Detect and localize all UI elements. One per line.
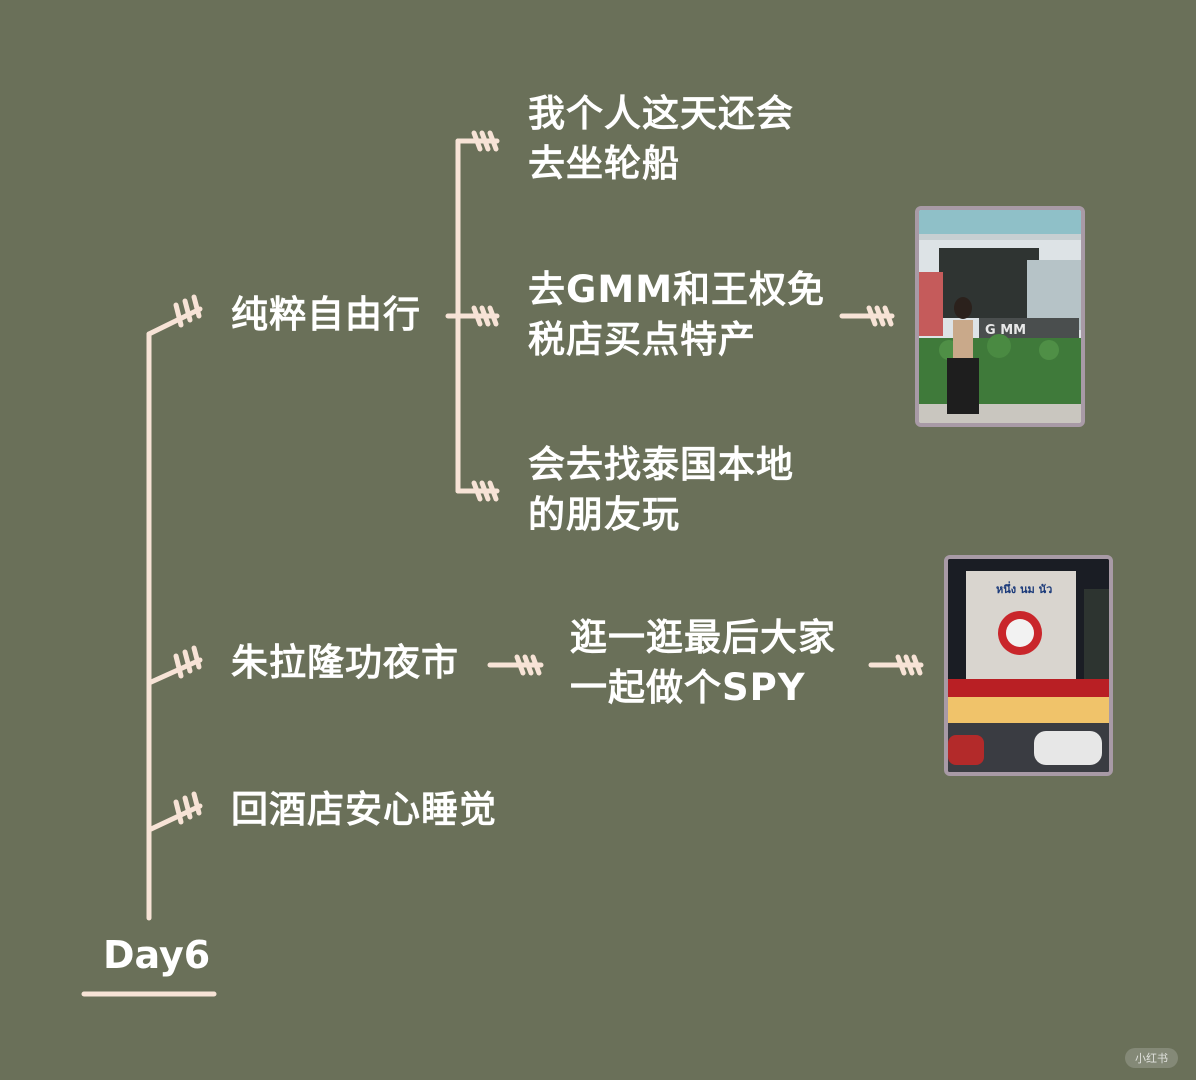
root-label: Day6 <box>103 933 211 977</box>
sub-node-line: 逛一逛最后大家 <box>570 616 836 659</box>
sub-node-spy: 逛一逛最后大家 一起做个SPY <box>570 613 836 713</box>
gmm-sign-text: G MM <box>985 323 1026 338</box>
sub-node-line: 的朋友玩 <box>528 493 680 536</box>
branch-arrow-1 <box>146 294 203 337</box>
sub-node-line: 税店买点特产 <box>528 318 756 361</box>
sub-node-local-friends: 会去找泰国本地 的朋友玩 <box>528 440 794 540</box>
branch-arrow-3 <box>146 791 203 833</box>
sub-arrow-2 <box>455 305 500 327</box>
watermark-badge: 小红书 <box>1125 1048 1178 1068</box>
night-market-sign-text: หนึ่ง นม นัว <box>996 581 1052 596</box>
sub-node-line: 我个人这天还会 <box>528 92 794 135</box>
gmm-photo-illustration: G MM <box>919 210 1081 423</box>
sub-node-boat: 我个人这天还会 去坐轮船 <box>528 89 794 189</box>
sub-node-line: 去坐轮船 <box>528 142 680 185</box>
branch-label-night-market: 朱拉隆功夜市 <box>231 641 459 684</box>
photo-arrow-night-market <box>868 654 924 676</box>
gmm-photo: G MM <box>915 206 1085 427</box>
sub-arrow-3 <box>455 480 500 502</box>
branch-arrow-2 <box>146 645 203 686</box>
sub-node-line: 会去找泰国本地 <box>528 443 794 486</box>
sub-node-line: 去GMM和王权免 <box>528 268 826 311</box>
sub-arrow-1 <box>455 130 500 152</box>
branch-label-free-travel: 纯粹自由行 <box>231 293 421 336</box>
branch-label-hotel-sleep: 回酒店安心睡觉 <box>231 788 497 831</box>
night-market-photo: หนึ่ง นม นัว <box>944 555 1113 776</box>
sub-node-line: 一起做个SPY <box>570 666 806 709</box>
photo-arrow-gmm <box>839 305 895 327</box>
sub-node-gmm: 去GMM和王权免 税店买点特产 <box>528 265 825 365</box>
night-market-photo-illustration: หนึ่ง นม นัว <box>948 559 1109 772</box>
sub-arrow-night-market <box>487 654 544 676</box>
